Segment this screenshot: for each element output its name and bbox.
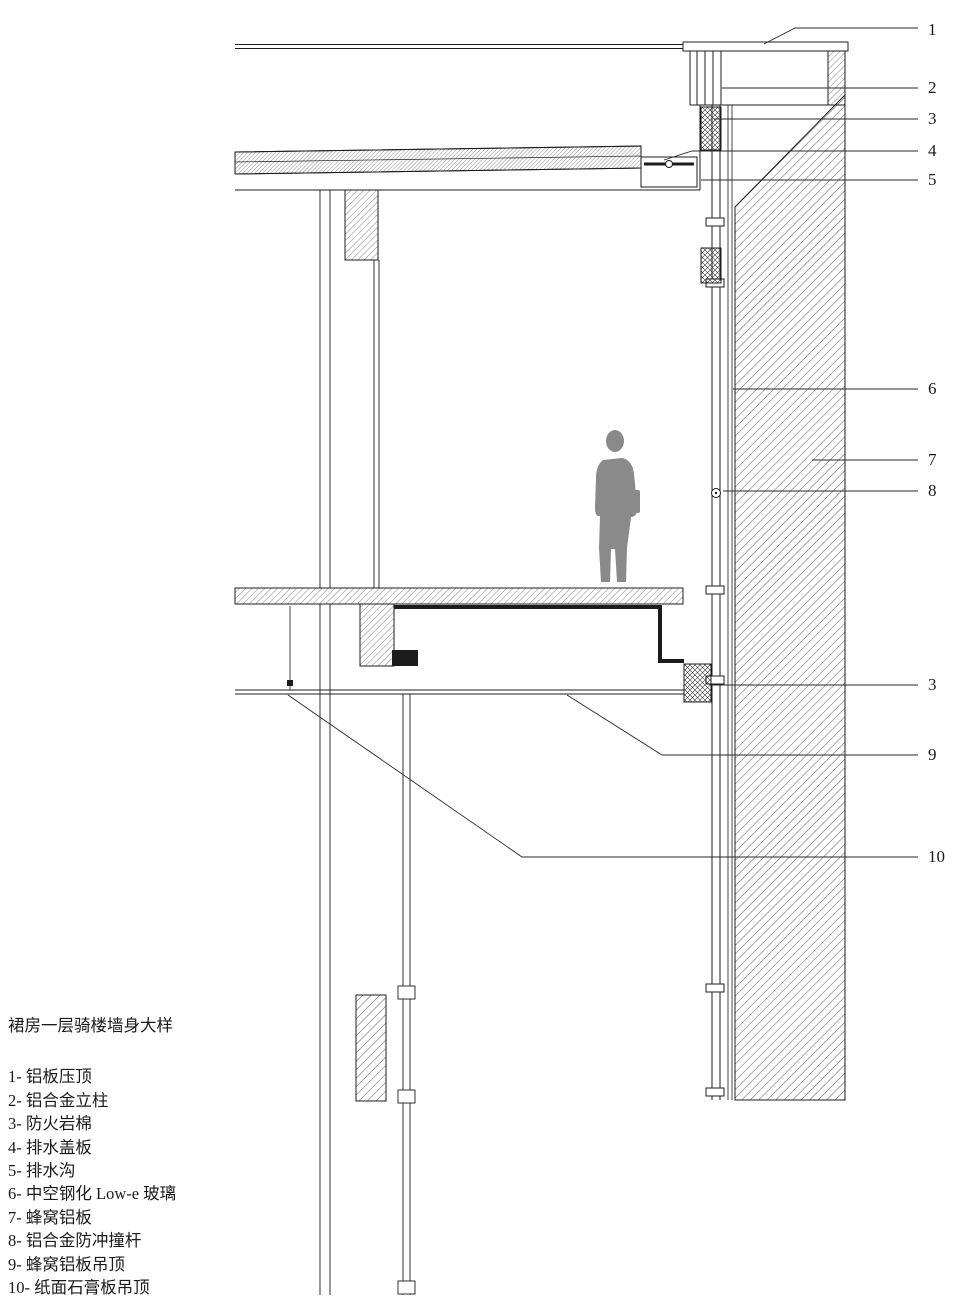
- rock-wool-insulation: [683, 106, 722, 703]
- roof-slab: [234, 145, 700, 191]
- bag: [629, 490, 640, 513]
- callout-number-3: 3: [928, 109, 937, 128]
- legend-item-8: 8- 铝合金防冲撞杆: [8, 1231, 142, 1251]
- drain-symbol: [665, 160, 673, 168]
- roof-beam: [344, 189, 379, 261]
- callout-number-7: 7: [928, 450, 937, 469]
- drawing-title: 裙房一层骑楼墙身大样: [8, 1016, 173, 1035]
- leader-lines: [287, 27, 918, 858]
- legend-item-6: 6- 中空钢化 Low-e 玻璃: [8, 1184, 177, 1204]
- legend-item-10: 10- 纸面石膏板吊顶: [8, 1278, 150, 1298]
- coping-assembly: [235, 41, 849, 106]
- callout-number-1: 1: [928, 20, 937, 39]
- callout-number-5: 5: [928, 170, 937, 189]
- callout-number-3b: 3: [928, 675, 937, 694]
- leader-1: [763, 27, 918, 45]
- legend-item-1: 1- 铝板压顶: [8, 1067, 92, 1087]
- interior-lines: [319, 190, 416, 1295]
- legend-item-4: 4- 排水盖板: [8, 1137, 92, 1157]
- leader-9: [566, 694, 918, 756]
- hanger-anchor: [287, 680, 293, 686]
- gypsum-ceiling: [235, 606, 684, 695]
- impact-bar-symbol: [711, 488, 721, 498]
- legend-item-9: 9- 蜂窝铝板吊顶: [8, 1254, 125, 1274]
- callout-number-8: 8: [928, 481, 937, 500]
- person-silhouette: [595, 430, 640, 582]
- callout-number-9: 9: [928, 745, 937, 764]
- ceiling-edge-trim: [392, 650, 418, 666]
- callout-number-10: 10: [928, 847, 945, 866]
- ceiling-recess: [359, 603, 684, 667]
- mid-floor-slab: [234, 587, 684, 605]
- legend-block: 裙房一层骑楼墙身大样 1- 铝板压顶 2- 铝合金立柱 3- 防火岩棉 4- 排…: [8, 1014, 176, 1299]
- lower-column-block: [355, 994, 387, 1102]
- legend-item-7: 7- 蜂窝铝板: [8, 1207, 92, 1227]
- leader-10: [287, 694, 918, 858]
- legend-item-5: 5- 排水沟: [8, 1161, 76, 1181]
- callout-number-2: 2: [928, 78, 937, 97]
- legend-item-2: 2- 铝合金立柱: [8, 1090, 109, 1110]
- callout-number-6: 6: [928, 379, 937, 398]
- outer-wall-hatch: [734, 42, 846, 1101]
- leader-4: [663, 150, 918, 161]
- legend-item-3: 3- 防火岩棉: [8, 1114, 92, 1134]
- roof-gutter: [640, 156, 698, 188]
- callout-number-4: 4: [928, 141, 937, 160]
